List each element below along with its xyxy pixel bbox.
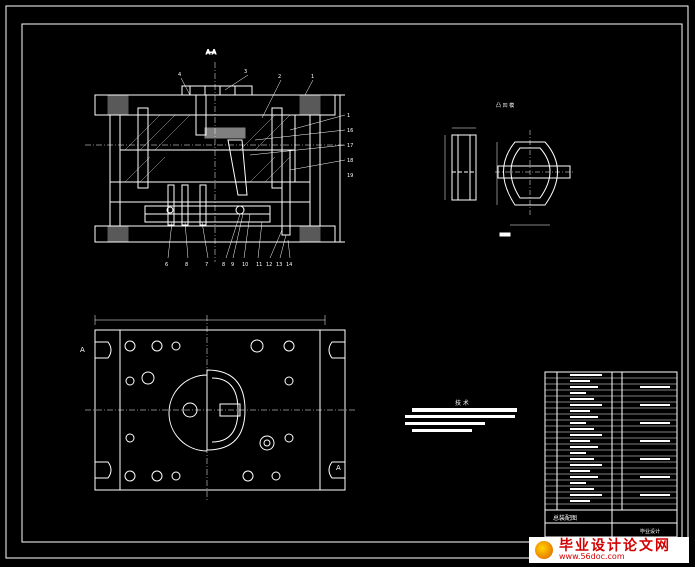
title-block-text-bar — [570, 416, 598, 418]
callout-bottom-1: 6 — [165, 262, 168, 268]
section-label: A-A — [206, 49, 217, 56]
callout-bottom-10: 14 — [286, 262, 292, 268]
title-block-text-bar — [570, 392, 586, 394]
title-block-text-bar — [570, 422, 586, 424]
title-block-text-bar — [640, 476, 670, 478]
title-block-text-bar — [570, 410, 590, 412]
title-block-text-bar — [570, 446, 598, 448]
tech-title: 技 术 — [455, 399, 469, 407]
callout-bottom-7: 11 — [256, 262, 262, 268]
callout-right-3: 17 — [347, 143, 353, 149]
section-view: A-A — [85, 49, 353, 268]
detail-view: 凸 凹 模 — [444, 102, 575, 237]
detail-label: 凸 凹 模 — [496, 102, 514, 109]
title-block-text-bar — [640, 386, 670, 388]
title-block-text-bar — [570, 458, 594, 460]
title-block-text-bar — [570, 398, 594, 400]
outer-frame — [5, 5, 689, 559]
section-mark-left: A — [80, 346, 85, 354]
watermark-url: www.56doc.com — [559, 552, 625, 561]
title-block: 总装配图 毕业设计 — [544, 371, 678, 538]
title-block-text-bar — [640, 422, 670, 424]
plan-view: A A — [80, 315, 355, 500]
site-logo-icon — [535, 541, 553, 559]
callout-bottom-4: 8 — [222, 262, 225, 268]
callout-right-2: 16 — [347, 128, 353, 134]
callout-top-2: 3 — [244, 69, 247, 75]
title-block-text-bar — [570, 380, 590, 382]
watermark: 毕业设计论文网 www.56doc.com — [529, 537, 689, 563]
title-block-text-bar — [570, 428, 594, 430]
title-block-text-bar — [640, 404, 670, 406]
center-arc-left — [168, 374, 208, 452]
callout-bottom-3: 7 — [205, 262, 208, 268]
bolt-holes — [124, 339, 295, 482]
callout-right-4: 18 — [347, 158, 353, 164]
center-arc-right — [206, 369, 246, 451]
punch-outline — [503, 141, 558, 206]
callout-bottom-6: 10 — [242, 262, 248, 268]
title-block-text-bar — [640, 458, 670, 460]
title-block-text-bar — [570, 476, 598, 478]
assembly-title: 总装配图 — [553, 514, 577, 522]
callout-bottom-8: 12 — [266, 262, 272, 268]
title-block-text-bar — [570, 452, 586, 454]
title-block-text-bar — [570, 470, 590, 472]
callout-top-3: 2 — [278, 74, 281, 80]
title-block-text-bar — [640, 440, 670, 442]
lower-plate — [109, 181, 311, 203]
callout-bottom-9: 13 — [276, 262, 282, 268]
section-mark-right: A — [336, 464, 341, 472]
title-block-text-bar — [570, 494, 602, 496]
title-block-text-bar — [570, 404, 602, 406]
title-block-text-bar — [570, 500, 590, 502]
inner-frame — [21, 23, 683, 543]
company-name: 毕业设计 — [640, 528, 660, 535]
title-block-text-bar — [570, 386, 598, 388]
lower-die — [119, 149, 296, 183]
callout-bottom-5: 9 — [231, 262, 234, 268]
title-block-text-bar — [570, 488, 594, 490]
callout-right-1: 1 — [347, 113, 350, 119]
title-block-text-bar — [570, 440, 590, 442]
callout-top-4: 1 — [311, 74, 314, 80]
title-block-text-bar — [570, 464, 602, 466]
callout-top-1: 4 — [178, 72, 181, 78]
title-block-text-bar — [640, 494, 670, 496]
title-block-text-bar — [570, 374, 602, 376]
watermark-title: 毕业设计论文网 — [559, 538, 671, 554]
title-block-text-bar — [570, 434, 602, 436]
callout-bottom-2: 8 — [185, 262, 188, 268]
tech-requirements: 技 术 — [405, 399, 517, 432]
callout-right-5: 19 — [347, 173, 353, 179]
title-block-text-bar — [570, 482, 586, 484]
